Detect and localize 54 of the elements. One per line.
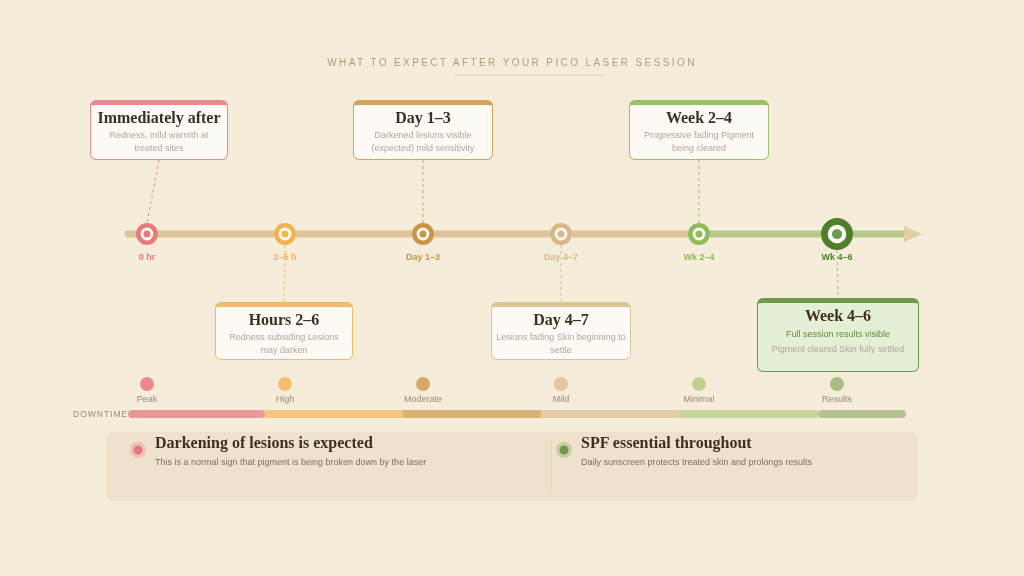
- timeline-segment: [710, 230, 821, 238]
- leader-line: [560, 244, 562, 303]
- timeline-marker: [550, 223, 572, 245]
- time-label: Day 1–3: [405, 252, 441, 262]
- stage-heading: Day 1–3: [394, 108, 452, 127]
- timeline-segment: [296, 230, 412, 238]
- timeline-marker: [688, 223, 710, 245]
- level-label: Moderate: [403, 394, 443, 404]
- level-label: Minimal: [682, 394, 716, 404]
- level-label: Peak: [135, 394, 159, 404]
- stage-card: [353, 100, 493, 160]
- stage-heading: Week 4–6: [803, 306, 873, 325]
- time-label: Day 4–7: [543, 252, 579, 262]
- title: WHAT TO EXPECT AFTER YOUR PICO LASER SESSION: [326, 57, 698, 68]
- timeline-segment: [434, 230, 550, 238]
- time-label: Wk 2–4: [682, 252, 716, 262]
- stage-description: Darkened lesions visible (expected) mild sensitivity: [370, 129, 476, 155]
- leader-line: [283, 244, 286, 303]
- time-label: 2–6 h: [272, 252, 298, 262]
- stage-heading: Week 2–4: [664, 108, 734, 127]
- timeline-marker: [136, 223, 158, 245]
- stage-card: [90, 100, 228, 160]
- stage-card: [491, 302, 631, 360]
- stage-description: Redness subsiding Lesions may darken: [228, 331, 340, 357]
- stage-highlight: Full session results visible: [784, 328, 891, 341]
- timeline-segment: [158, 230, 274, 238]
- stage-card: [215, 302, 353, 360]
- stage-card: [629, 100, 769, 160]
- stage-heading: Day 4–7: [532, 310, 590, 329]
- downtime-label: DOWNTIME: [73, 409, 129, 419]
- note-text: This is a normal sign that pigment is being broken down by the laser: [155, 457, 428, 467]
- leader-line: [422, 159, 424, 224]
- level-label: Results: [821, 394, 853, 404]
- stage-description: Pigment cleared Skin fully settled: [770, 343, 906, 356]
- timeline-marker: [274, 223, 296, 245]
- stage-description: Lesions fading Skin beginning to settle: [496, 331, 626, 357]
- timeline-marker: [412, 223, 434, 245]
- note-heading: Darkening of lesions is expected: [155, 434, 374, 452]
- time-label: 0 hr: [137, 252, 157, 262]
- level-label: High: [274, 394, 296, 404]
- leader-line: [698, 159, 700, 224]
- note-heading: SPF essential throughout: [581, 434, 753, 452]
- note-text: Daily sunscreen protects treated skin and prolongs results: [581, 457, 814, 467]
- timeline-marker: [821, 218, 853, 250]
- stage-description: Progressive fading Pigment being cleared: [642, 129, 756, 155]
- stage-heading: Hours 2–6: [247, 310, 321, 329]
- stage-card: [757, 298, 919, 372]
- leader-line: [146, 159, 160, 224]
- timeline-segment: [572, 230, 688, 238]
- level-label: Mild: [551, 394, 571, 404]
- time-label: Wk 4–6: [820, 252, 854, 262]
- stage-heading: Immediately after: [96, 108, 222, 127]
- stage-description: Redness, mild warmth at treated sites: [108, 129, 210, 155]
- timeline-arrow: [853, 226, 922, 242]
